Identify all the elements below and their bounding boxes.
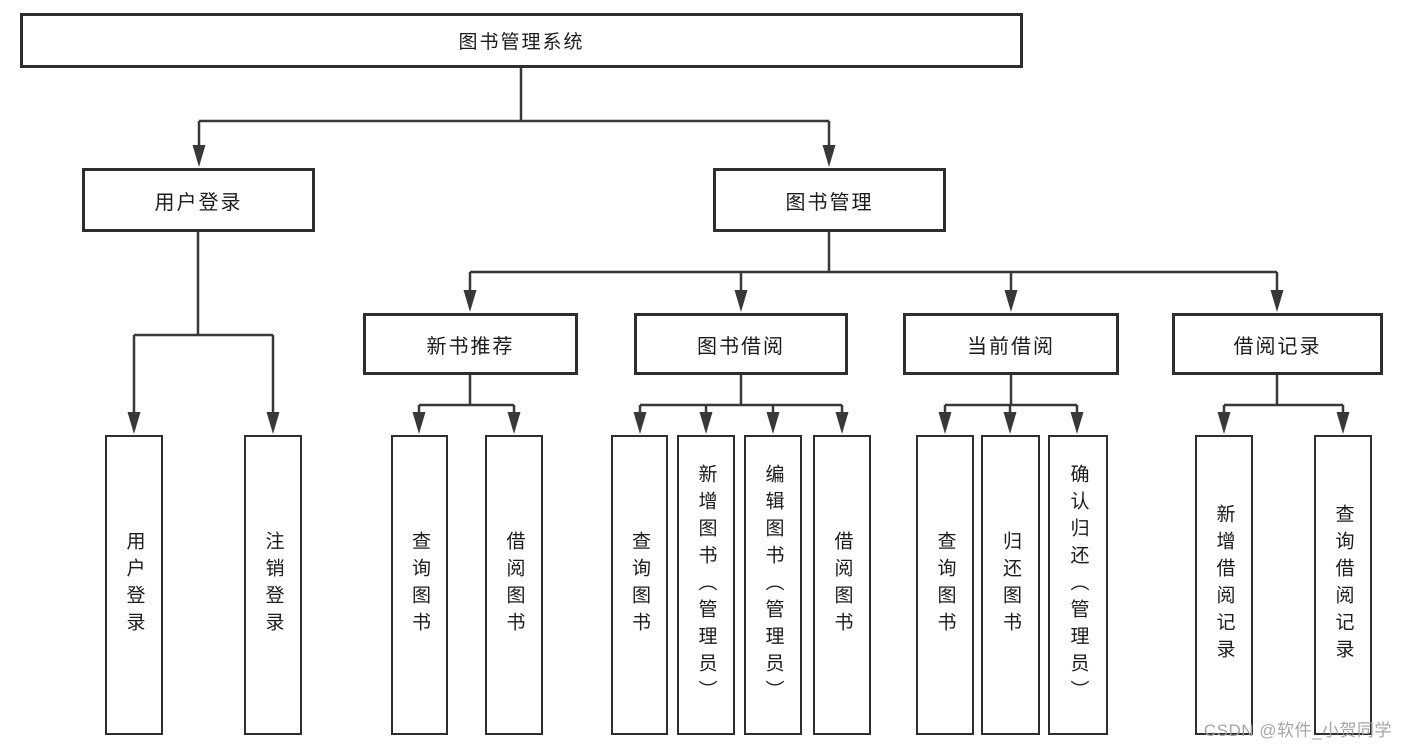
connector-newbook-to-leaves [417, 375, 516, 414]
connector-root-to-level2 [197, 66, 831, 147]
leaf-add-borrow-record: 新增借阅记录 [1195, 435, 1253, 735]
csdn-watermark: CSDN @软件_小贺同学 [1203, 721, 1392, 740]
node-current-borrowing: 当前借阅 [903, 313, 1119, 375]
leaf-borrow-books-recommend: 借阅图书 [485, 435, 543, 735]
arrowheads [127, 145, 1350, 434]
leaf-edit-books-admin: 编辑图书（管理员） [744, 435, 802, 735]
node-borrowing-records: 借阅记录 [1172, 313, 1383, 375]
connector-bookmgmt-to-level3 [468, 232, 1279, 292]
leaf-add-books-admin: 新增图书（管理员） [677, 435, 735, 735]
node-new-book-recommend: 新书推荐 [363, 313, 578, 375]
node-book-borrowing: 图书借阅 [634, 313, 848, 375]
connector-userlogin-to-leaves [132, 232, 275, 414]
leaf-query-books-borrow: 查询图书 [611, 435, 668, 735]
leaf-query-borrow-record: 查询借阅记录 [1314, 435, 1372, 735]
leaf-user-login: 用户登录 [105, 435, 163, 735]
node-book-management-branch: 图书管理 [713, 168, 946, 232]
node-library-system-root: 图书管理系统 [20, 13, 1023, 68]
connector-records-to-leaves [1222, 375, 1345, 414]
leaf-query-books-recommend: 查询图书 [391, 435, 448, 735]
leaf-query-books-current: 查询图书 [916, 435, 974, 735]
connector-current-to-leaves [943, 375, 1079, 414]
connector-borrow-to-leaves [638, 375, 844, 414]
node-user-login-branch: 用户登录 [82, 168, 315, 232]
leaf-borrow-books: 借阅图书 [813, 435, 871, 735]
leaf-return-books: 归还图书 [981, 435, 1040, 735]
leaf-logout: 注销登录 [244, 435, 302, 735]
leaf-confirm-return-admin: 确认归还（管理员） [1048, 435, 1108, 735]
